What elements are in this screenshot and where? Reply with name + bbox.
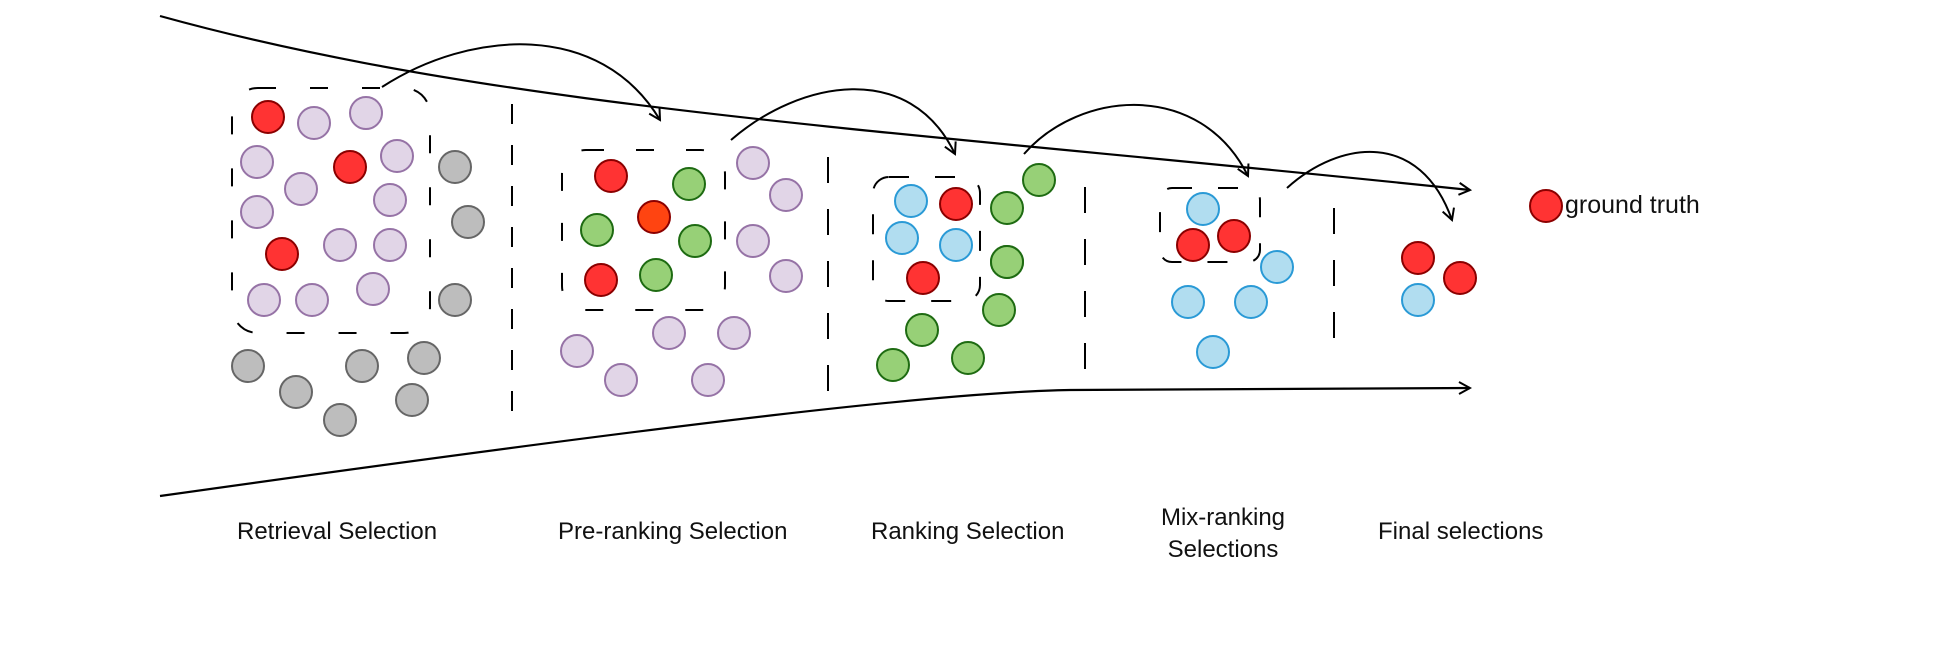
pre-ranking-discarded-item-lilac — [769, 259, 803, 293]
ranking-selected-item-blue — [894, 184, 928, 218]
retrieval-selected-item-lilac — [356, 272, 390, 306]
pre-ranking-discarded-item-lilac — [604, 363, 638, 397]
ranking-selection-box — [872, 176, 981, 302]
transition-arrow — [381, 43, 660, 120]
stage-label-final: Final selections — [1378, 518, 1544, 545]
pre-ranking-selected-item-green — [580, 213, 614, 247]
retrieval-selected-item-lilac — [373, 183, 407, 217]
mix-ranking-discarded-item-blue — [1234, 285, 1268, 319]
pre-ranking-discarded-item-lilac — [652, 316, 686, 350]
ranking-discarded-item-green — [990, 191, 1024, 225]
retrieval-discarded-item-gray — [451, 205, 485, 239]
ranking-discarded-item-green — [982, 293, 1016, 327]
legend — [1529, 189, 1563, 223]
mix-ranking-discarded-item-blue — [1171, 285, 1205, 319]
final-selected-item-blue — [1401, 283, 1435, 317]
retrieval-selected-item-lilac — [323, 228, 357, 262]
retrieval-discarded-item-gray — [323, 403, 357, 437]
pre-ranking-selected-item-ground-truth — [594, 159, 628, 193]
ranking-discarded-item-green — [990, 245, 1024, 279]
stage-label-mix-ranking-line2: Selections — [1167, 536, 1279, 563]
legend-label: ground truth — [1565, 191, 1700, 219]
retrieval-discarded-item-gray — [407, 341, 441, 375]
funnel-top-curve — [159, 14, 1470, 190]
ranking-selected-item-ground-truth — [906, 261, 940, 295]
retrieval-discarded-item-gray — [231, 349, 265, 383]
transition-arrow — [1023, 104, 1248, 176]
retrieval-selected-item-ground-truth — [265, 237, 299, 271]
pre-ranking-discarded-item-lilac — [560, 334, 594, 368]
retrieval-discarded-item-gray — [345, 349, 379, 383]
retrieval-selected-item-lilac — [297, 106, 331, 140]
pre-ranking-selected-item-green — [672, 167, 706, 201]
ranking-selected-item-blue — [939, 228, 973, 262]
retrieval-selected-item-lilac — [284, 172, 318, 206]
retrieval-selected-item-ground-truth — [333, 150, 367, 184]
stage-label-retrieval: Retrieval Selection — [237, 518, 438, 545]
retrieval-selected-item-lilac — [380, 139, 414, 173]
stage-label-mix-ranking-line1: Mix-ranking — [1160, 504, 1286, 531]
stage-label-pre-ranking: Pre-ranking Selection — [558, 518, 788, 545]
stage-label-mix-ranking: Mix-ranking Selections — [1148, 502, 1298, 566]
ranking-selected-item-ground-truth — [939, 187, 973, 221]
transition-arrow — [1286, 151, 1452, 220]
mix-ranking-selected-item-blue — [1186, 192, 1220, 226]
stage-label-ranking: Ranking Selection — [871, 518, 1065, 545]
pre-ranking-discarded-item-lilac — [717, 316, 751, 350]
pre-ranking-discarded-item-lilac — [736, 146, 770, 180]
items-layer — [231, 96, 1477, 437]
retrieval-selected-item-lilac — [349, 96, 383, 130]
mix-ranking-selected-item-ground-truth — [1217, 219, 1251, 253]
pre-ranking-selected-item-green — [678, 224, 712, 258]
final-selected-item-ground-truth — [1443, 261, 1477, 295]
ranking-discarded-item-green — [905, 313, 939, 347]
retrieval-discarded-item-gray — [438, 283, 472, 317]
retrieval-selected-item-lilac — [240, 195, 274, 229]
pre-ranking-selected-item-ground-truth-orange — [637, 200, 671, 234]
ranking-discarded-item-green — [951, 341, 985, 375]
mix-ranking-discarded-item-blue — [1196, 335, 1230, 369]
mix-ranking-selection-box — [1159, 187, 1261, 263]
pre-ranking-discarded-item-lilac — [736, 224, 770, 258]
retrieval-selected-item-lilac — [240, 145, 274, 179]
pre-ranking-selection-box — [561, 149, 726, 311]
retrieval-selected-item-ground-truth — [251, 100, 285, 134]
retrieval-discarded-item-gray — [279, 375, 313, 409]
final-selected-item-ground-truth — [1401, 241, 1435, 275]
retrieval-selected-item-lilac — [295, 283, 329, 317]
mix-ranking-discarded-item-blue — [1260, 250, 1294, 284]
pre-ranking-discarded-item-lilac — [769, 178, 803, 212]
ranking-discarded-item-green — [876, 348, 910, 382]
retrieval-selected-item-lilac — [373, 228, 407, 262]
ranking-discarded-item-green — [1022, 163, 1056, 197]
retrieval-discarded-item-gray — [395, 383, 429, 417]
retrieval-discarded-item-gray — [438, 150, 472, 184]
mix-ranking-selected-item-ground-truth — [1176, 228, 1210, 262]
legend-swatch-ground-truth — [1529, 189, 1563, 223]
pre-ranking-discarded-item-lilac — [691, 363, 725, 397]
pre-ranking-selected-item-green — [639, 258, 673, 292]
retrieval-selected-item-lilac — [247, 283, 281, 317]
pre-ranking-selected-item-ground-truth — [584, 263, 618, 297]
ranking-selected-item-blue — [885, 221, 919, 255]
funnel-bottom-curve — [159, 388, 1470, 498]
transition-arrow — [730, 88, 955, 154]
